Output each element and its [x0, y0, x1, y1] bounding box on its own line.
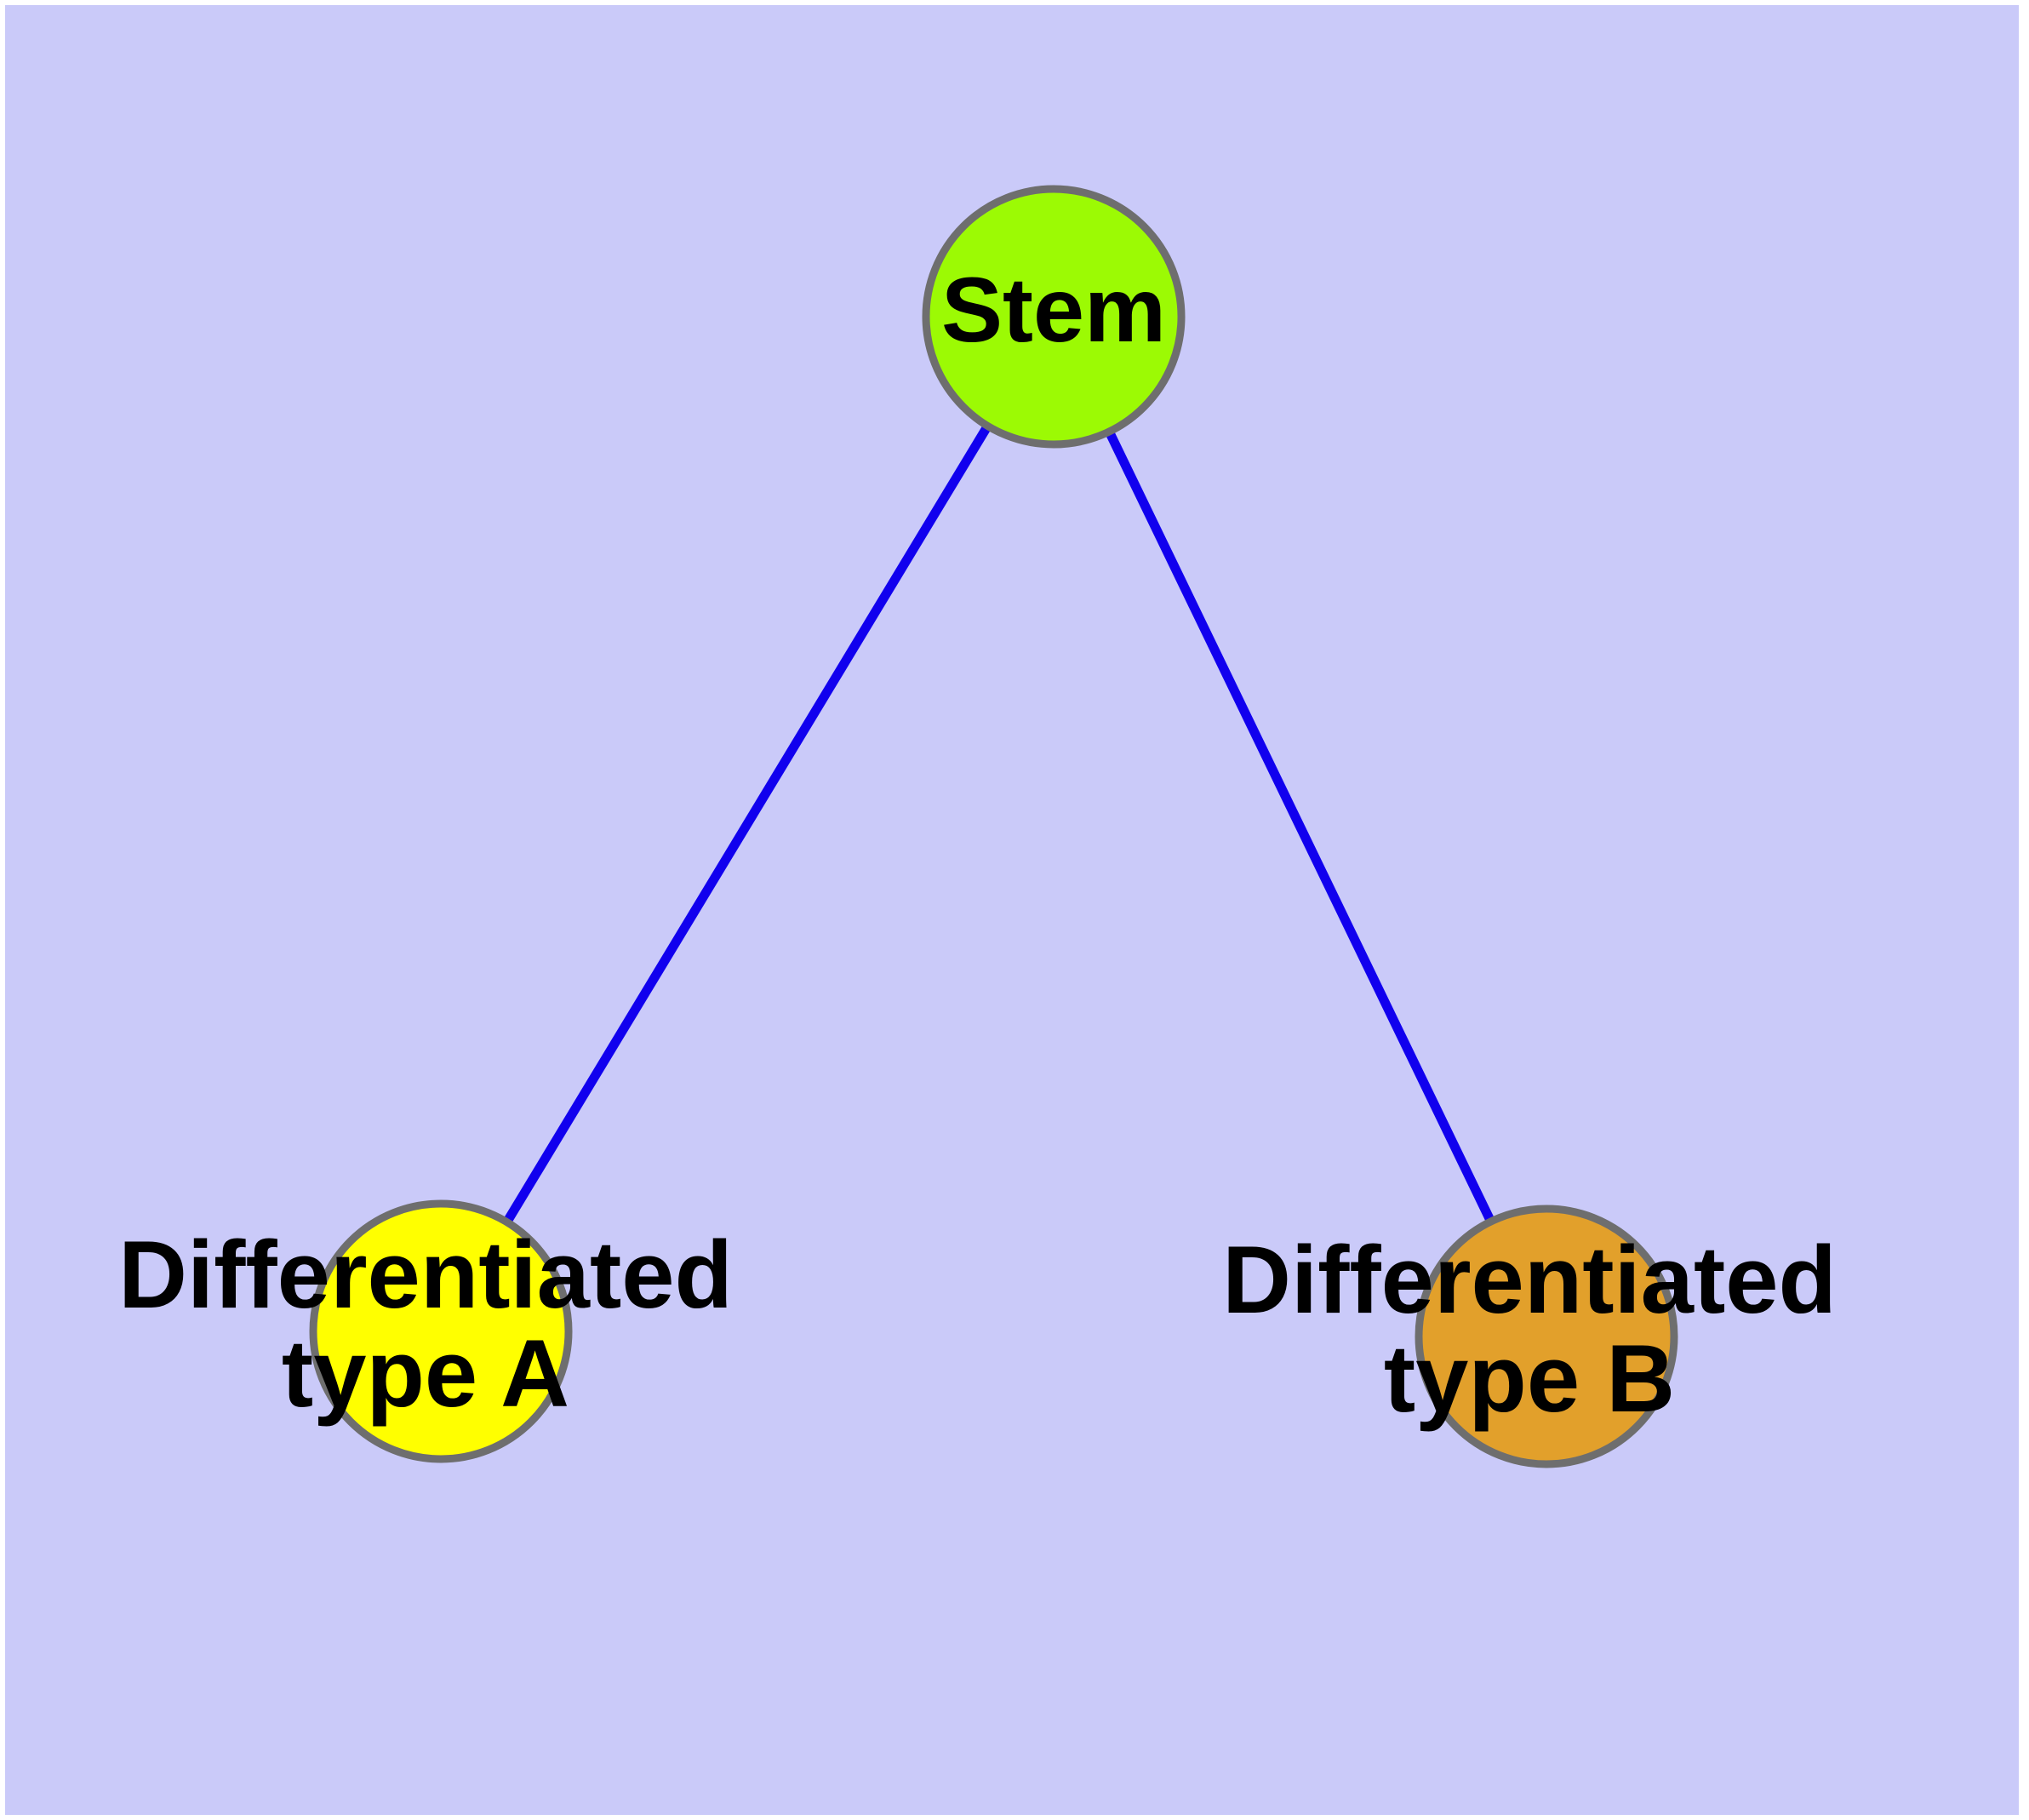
graph-node-label-line: Differentiated — [1222, 1226, 1837, 1332]
graph-node-label-line: type A — [282, 1320, 569, 1427]
edges-layer — [500, 421, 1497, 1228]
graph-node-label-line: type B — [1384, 1325, 1675, 1432]
graph-node-label-line: Differentiated — [118, 1221, 733, 1327]
graph-node-stem[interactable] — [922, 185, 1186, 449]
graph-node-diff_a[interactable] — [309, 1199, 573, 1463]
graph-node-label-line: Stem — [941, 258, 1166, 361]
graph-edge-stem-to-a — [500, 421, 994, 1228]
graph-node-diff_b[interactable] — [1415, 1205, 1678, 1468]
graph-edge-stem-to-b — [1103, 426, 1497, 1227]
graph-node-label-stem: Stem — [941, 258, 1166, 361]
nodes-layer — [309, 185, 1678, 1468]
